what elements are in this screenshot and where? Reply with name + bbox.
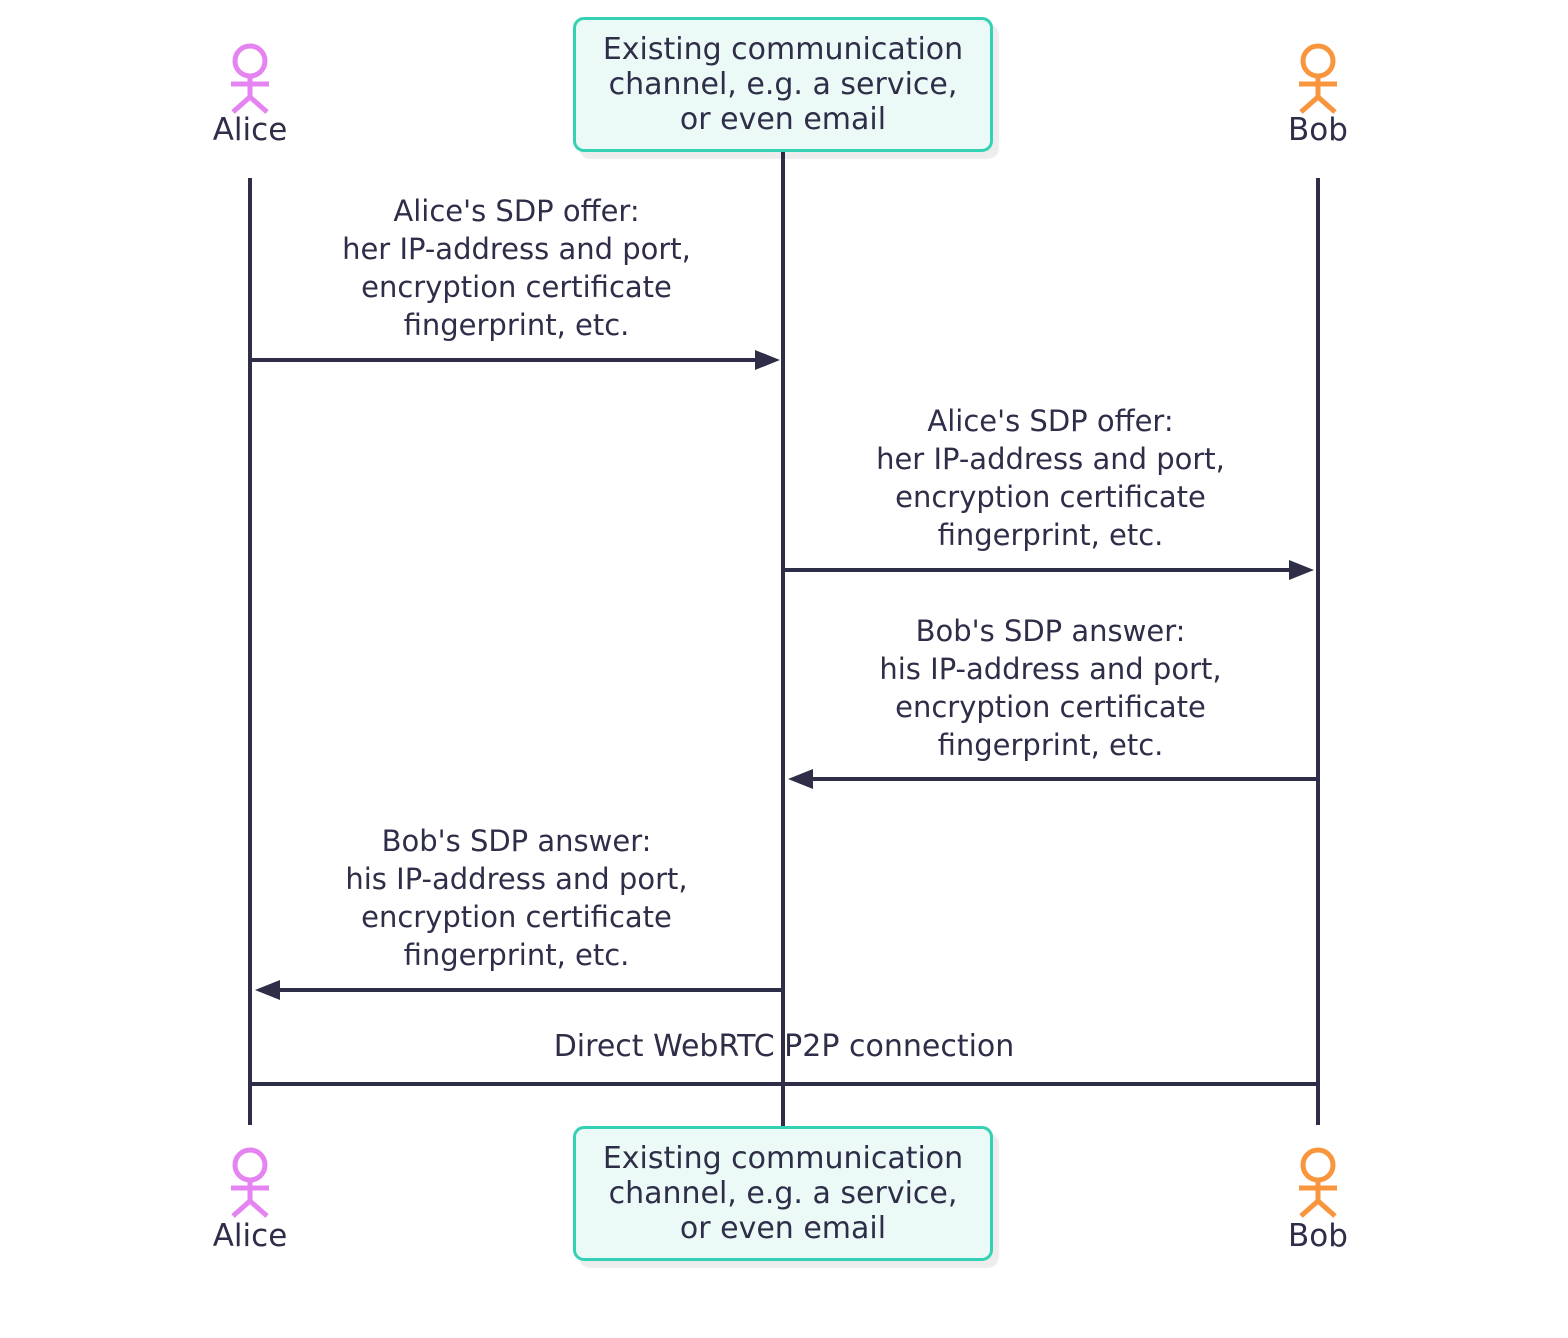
arrow-channel-to-bob bbox=[783, 560, 1314, 580]
message-label-alice-sdp-offer-2: Alice's SDP offer: her IP-address and po… bbox=[876, 404, 1225, 552]
message-label-p2p-connection: Direct WebRTC P2P connection bbox=[553, 1029, 1015, 1064]
message-label-alice-sdp-offer-1: Alice's SDP offer: her IP-address and po… bbox=[342, 194, 691, 342]
arrowhead-right-icon bbox=[1289, 560, 1314, 580]
arrowhead-right-icon bbox=[755, 350, 780, 370]
arrowhead-left-icon bbox=[255, 980, 280, 1000]
participant-label-bob-top: Bob bbox=[1288, 112, 1348, 148]
channel-box-top: Existing communication channel, e.g. a s… bbox=[573, 17, 993, 152]
participant-label-bob-bottom: Bob bbox=[1288, 1218, 1348, 1254]
channel-box-bottom-label: Existing communication channel, e.g. a s… bbox=[602, 1141, 964, 1246]
arrow-channel-to-alice bbox=[255, 980, 783, 1000]
participant-label-alice-bottom: Alice bbox=[212, 1218, 288, 1254]
message-label-bob-sdp-answer-1: Bob's SDP answer: his IP-address and por… bbox=[879, 614, 1222, 762]
arrow-alice-to-channel bbox=[250, 350, 780, 370]
message-label-bob-sdp-answer-2: Bob's SDP answer: his IP-address and por… bbox=[345, 824, 688, 972]
participant-label-alice-top: Alice bbox=[212, 112, 288, 148]
alice-top-actor-icon bbox=[231, 43, 269, 114]
arrow-bob-to-channel bbox=[788, 769, 1318, 789]
bob-bottom-actor-icon bbox=[1299, 1147, 1337, 1218]
channel-box-top-label: Existing communication channel, e.g. a s… bbox=[602, 32, 964, 137]
channel-box-bottom: Existing communication channel, e.g. a s… bbox=[573, 1126, 993, 1261]
alice-bottom-actor-icon bbox=[231, 1147, 269, 1218]
arrowhead-left-icon bbox=[788, 769, 813, 789]
bob-top-actor-icon bbox=[1299, 43, 1337, 114]
